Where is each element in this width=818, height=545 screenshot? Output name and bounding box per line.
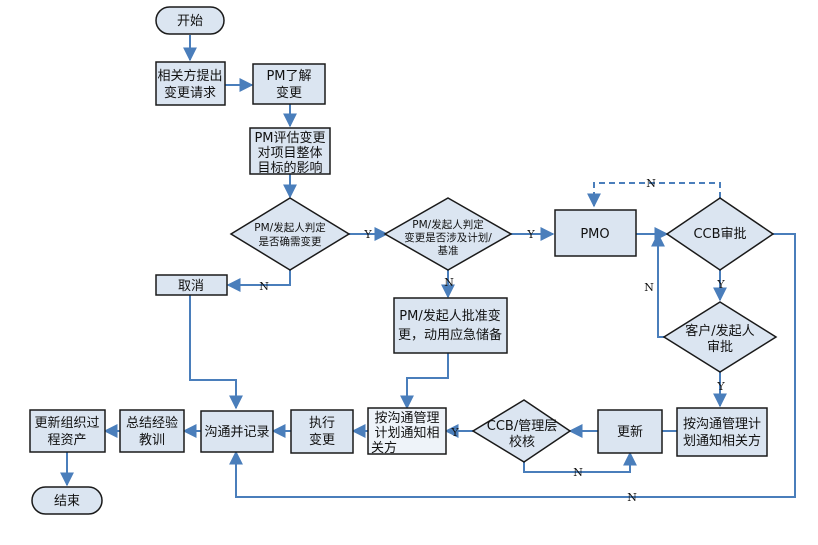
cancel-box <box>155 274 228 296</box>
update-assets-label-line1: 更新组织过 <box>34 415 99 431</box>
request-label-line1: 相关方提出 <box>157 68 222 84</box>
communicate-box <box>200 410 274 453</box>
ccb-approve-label: CCB审批 <box>693 227 746 242</box>
edge-review-no-to-update <box>523 451 637 473</box>
update-assets-label-line2: 程资产 <box>47 433 86 448</box>
notify-right-label-line1: 按沟通管理计 <box>683 417 761 432</box>
notify-mid-label-line1: 按沟通管理 <box>374 411 439 426</box>
label-ccb-bottom-no: N <box>627 491 637 504</box>
edge-ccb-no-to-pmo <box>587 182 721 208</box>
summarize-label-line2: 教训 <box>139 432 165 448</box>
start-label: 开始 <box>177 14 203 29</box>
update-assets-box <box>29 409 106 453</box>
customer-approve-label-line1: 客户/发起人 <box>685 323 754 339</box>
edge-need-no-to-cancel <box>226 270 291 292</box>
customer-approve-label-line2: 审批 <box>707 340 733 355</box>
edge-ccb-bottom-no-to-communicate <box>229 233 796 498</box>
label-review-yes: Y <box>450 426 459 439</box>
pm-assess-box <box>249 127 331 175</box>
pm-understand-label-line2: 变更 <box>276 85 302 101</box>
label-baseline-yes: Y <box>526 228 535 241</box>
judge-baseline-label-line3: 基准 <box>438 244 459 257</box>
judge-need-label-line1: PM/发起人判定 <box>254 221 326 234</box>
edges <box>60 35 796 498</box>
label-baseline-no: N <box>444 276 454 289</box>
label-customer-no: N <box>644 281 654 294</box>
pm-emergency-label-line2: 更，动用应急储备 <box>398 327 502 343</box>
pm-assess-label-line2: 对项目整体 <box>257 146 322 161</box>
judge-baseline-label-line2: 变更是否涉及计划/ <box>404 231 492 244</box>
pmo-box <box>554 209 637 257</box>
pm-assess-label-line1: PM评估变更 <box>254 130 325 146</box>
pm-emergency-box <box>393 297 508 354</box>
update-label: 更新 <box>617 424 643 440</box>
pm-understand-label-line1: PM了解 <box>266 69 311 84</box>
ccb-review-label-line2: 校核 <box>509 434 535 450</box>
execute-label-line1: 执行 <box>309 416 335 431</box>
cancel-label: 取消 <box>178 279 204 294</box>
ccb-review-decision <box>471 399 572 463</box>
edge-cancel-to-communicate <box>189 295 243 410</box>
label-need-no: N <box>259 280 269 293</box>
summarize-label-line1: 总结经验 <box>126 415 178 431</box>
notify-right-box <box>676 407 768 457</box>
judge-need-label-line2: 是否确需变更 <box>259 235 322 248</box>
end-terminal <box>31 486 103 515</box>
pm-understand-box <box>252 63 326 105</box>
pmo-label: PMO <box>580 227 609 242</box>
end-label: 结束 <box>54 494 80 509</box>
judge-need-decision <box>229 197 351 271</box>
edge-emergency-to-communicate <box>400 353 449 410</box>
summarize-box <box>119 409 185 453</box>
node-labels: 开始 相关方提出 变更请求 PM了解 变更 PM评估变更 对项目整体 目标的影响… <box>34 14 761 509</box>
request-box <box>155 61 226 106</box>
communicate-label: 沟通并记录 <box>204 425 269 440</box>
judge-baseline-label-line1: PM/发起人判定 <box>412 218 484 231</box>
label-ccb-yes: Y <box>716 278 725 291</box>
notify-right-label-line2: 划通知相关方 <box>683 433 761 449</box>
label-customer-yes: Y <box>716 380 725 393</box>
ccb-review-label-line1: CCB/管理层 <box>487 419 557 434</box>
update-box <box>597 409 663 454</box>
execute-label-line2: 变更 <box>309 432 335 448</box>
label-ccb-loop-no: N <box>646 177 656 190</box>
judge-baseline-decision <box>383 197 513 271</box>
label-review-no: N <box>573 466 583 479</box>
label-need-yes: Y <box>363 228 372 241</box>
notify-mid-label-line2: 计划通知相 <box>374 425 439 441</box>
edge-labels: Y N Y N N Y N Y Y N N <box>259 177 725 504</box>
pm-emergency-label-line1: PM/发起人批准变 <box>399 308 500 324</box>
notify-mid-box <box>367 407 447 455</box>
execute-box <box>290 409 354 454</box>
nodes <box>29 6 778 515</box>
customer-approve-decision <box>662 301 778 373</box>
notify-mid-label-line3: 关方 <box>371 440 397 456</box>
ccb-approve-decision <box>665 197 775 271</box>
request-label-line2: 变更请求 <box>164 85 216 101</box>
edge-customer-no-to-ccb <box>651 232 665 338</box>
start-terminal <box>155 6 225 35</box>
pm-assess-label-line3: 目标的影响 <box>257 160 322 176</box>
